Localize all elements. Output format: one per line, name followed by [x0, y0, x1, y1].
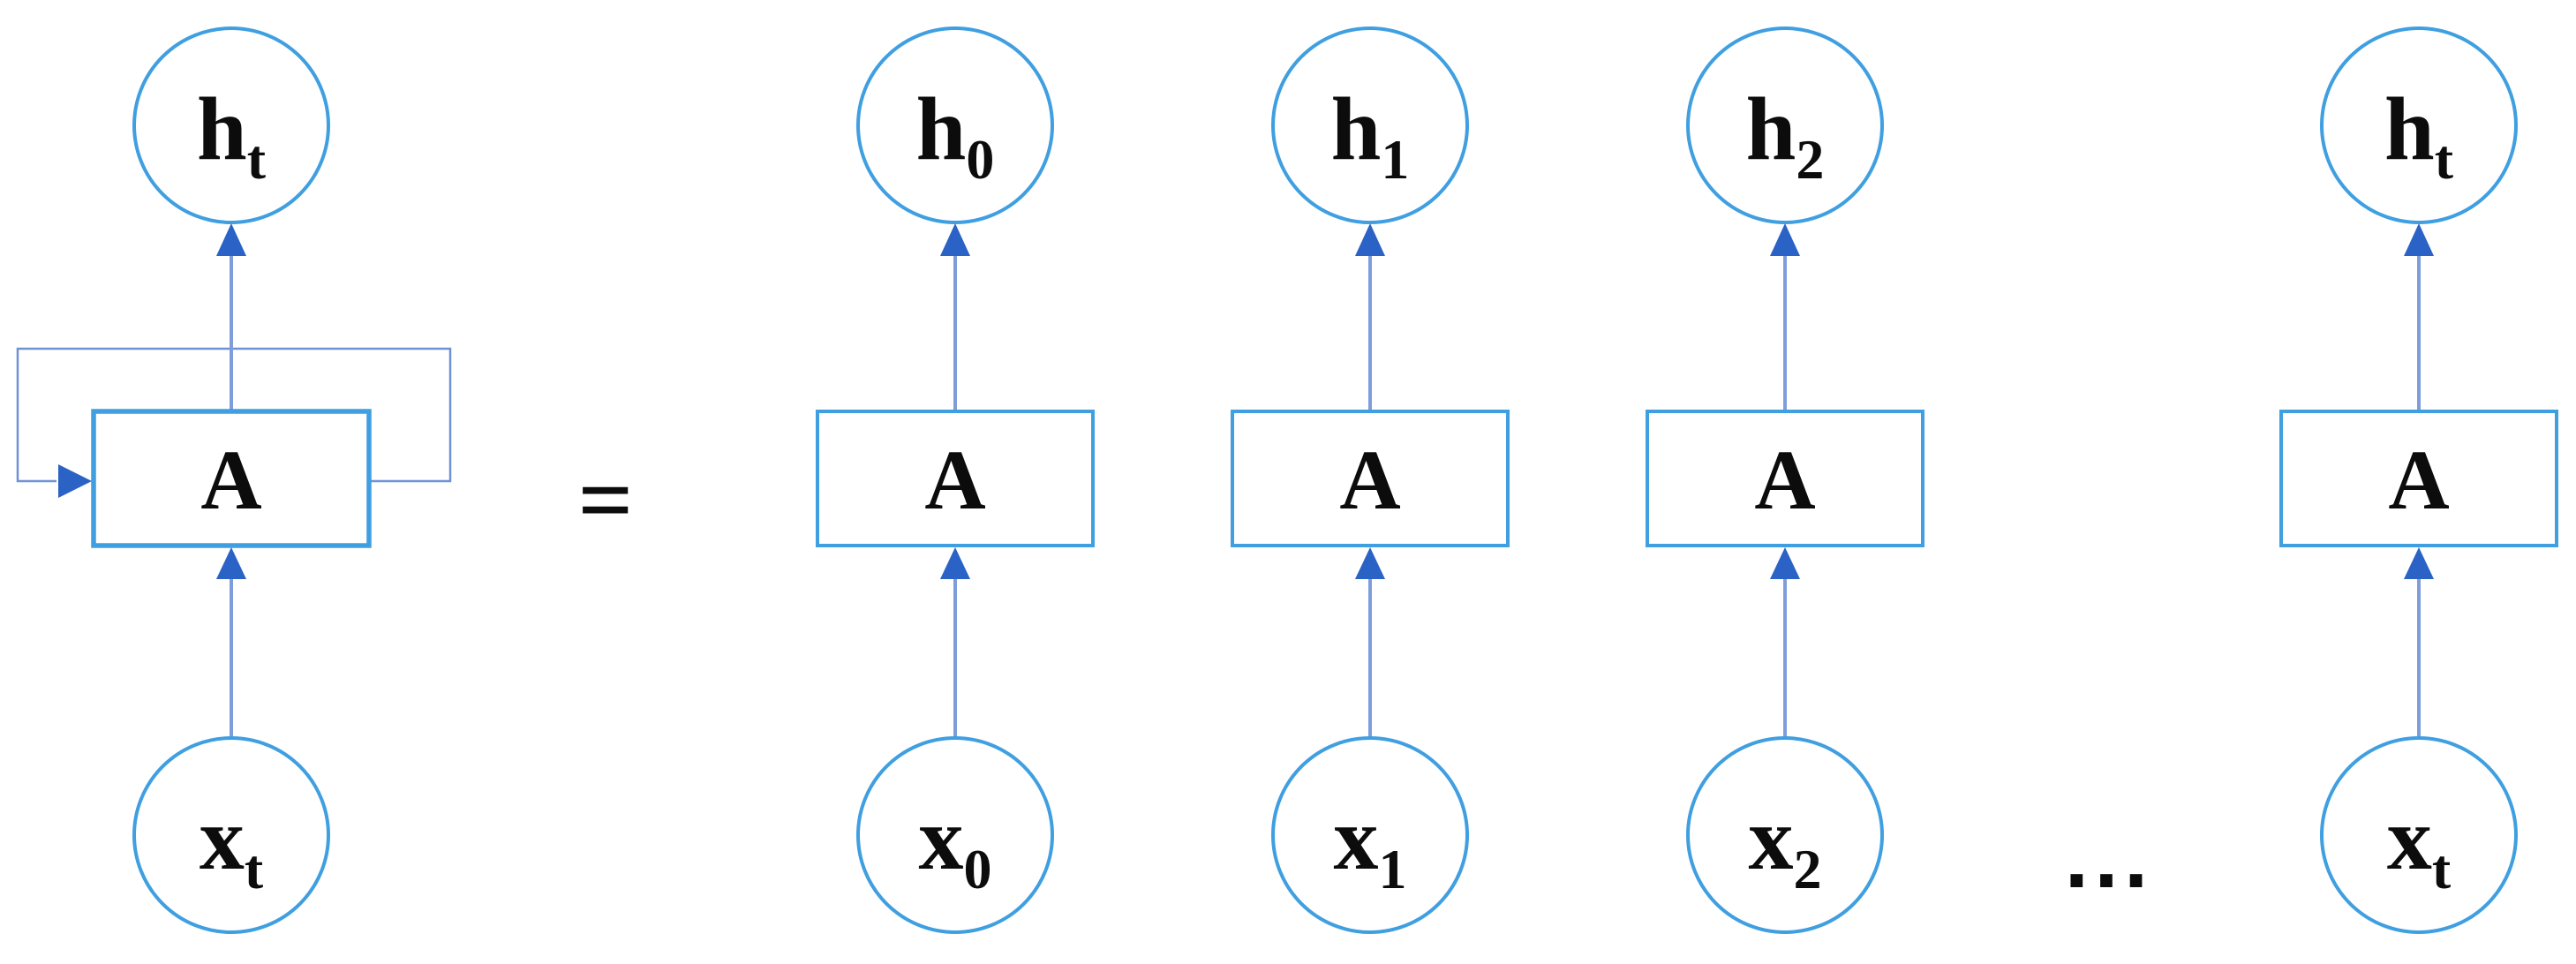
- a-block-label: A: [200, 433, 261, 527]
- x-node-label: x2: [1749, 789, 1822, 900]
- ellipsis: ...: [2064, 825, 2153, 904]
- folded-rnn-unit: A ht xt: [16, 26, 452, 934]
- recurrence-loop-arrowhead: [58, 464, 92, 498]
- unrolled-unit-1: A h1 x1: [1231, 26, 1510, 934]
- input-arrowhead: [1355, 547, 1385, 579]
- input-arrowhead: [1770, 547, 1800, 579]
- unrolled-unit-2: A h2 x2: [1646, 26, 1924, 934]
- x-node-label: xt: [200, 789, 264, 900]
- equals-sign: =: [578, 446, 634, 554]
- x-node-circle: [2320, 736, 2518, 934]
- input-arrowhead: [2404, 547, 2434, 579]
- recurrence-loop: [16, 347, 452, 483]
- x-node-circle: [856, 736, 1054, 934]
- unrolled-unit-0: A h0 x0: [816, 26, 1095, 934]
- a-block-rect: [1231, 410, 1510, 547]
- input-arrowhead: [216, 547, 246, 579]
- h-node-circle: [2320, 26, 2518, 224]
- x-node-circle: [1686, 736, 1884, 934]
- unrolled-unit-t: A ht xt: [2279, 26, 2558, 934]
- h-node-circle: [856, 26, 1054, 224]
- h-node-circle: [1686, 26, 1884, 224]
- a-block-label: A: [2388, 433, 2449, 527]
- a-block-label: A: [924, 433, 985, 527]
- x-node-circle: [132, 736, 330, 934]
- a-block-rect: [91, 409, 372, 548]
- x-node-label: xt: [2387, 789, 2452, 900]
- h-node-circle: [132, 26, 330, 224]
- output-arrowhead: [2404, 223, 2434, 256]
- h-node-label: ht: [197, 79, 267, 191]
- output-arrowhead: [1355, 223, 1385, 256]
- input-arrowhead: [940, 547, 970, 579]
- a-block-label: A: [1339, 433, 1400, 527]
- h-node-label: h2: [1746, 79, 1825, 191]
- x-node-circle: [1271, 736, 1469, 934]
- output-arrowhead: [1770, 223, 1800, 256]
- h-node-label: h1: [1331, 79, 1410, 191]
- h-node-label: h0: [916, 79, 995, 191]
- h-node-label: ht: [2384, 79, 2454, 191]
- h-node-circle: [1271, 26, 1469, 224]
- a-block-rect: [1646, 410, 1924, 547]
- a-block-rect: [2279, 410, 2558, 547]
- output-arrowhead: [940, 223, 970, 256]
- a-block-label: A: [1754, 433, 1815, 527]
- x-node-label: x1: [1334, 789, 1407, 900]
- output-arrowhead: [216, 223, 246, 256]
- x-node-label: x0: [919, 789, 992, 900]
- a-block-rect: [816, 410, 1095, 547]
